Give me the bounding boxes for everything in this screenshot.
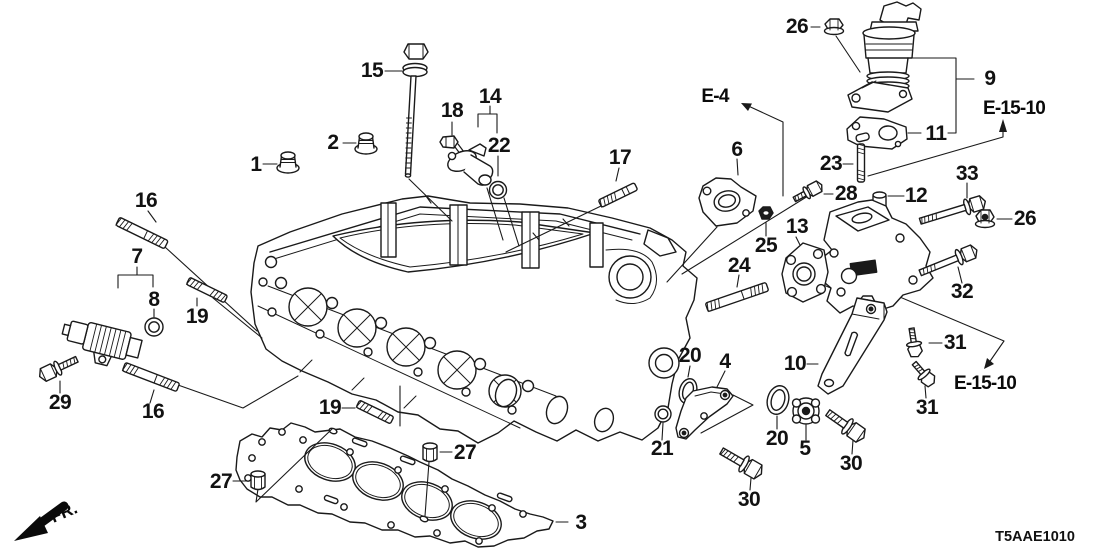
- solenoid-7-drawing: [61, 320, 143, 367]
- bolt-31b-drawing: [911, 360, 936, 388]
- stud-19a-drawing: [185, 277, 228, 303]
- bracket-6-drawing: [698, 177, 757, 227]
- bolt-28-drawing: [792, 180, 823, 203]
- nut-25-drawing: [758, 206, 774, 220]
- stud-19b-drawing: [355, 400, 394, 424]
- valve-stem-seal-1-drawing: [276, 151, 300, 174]
- o-ring-21-drawing: [654, 405, 672, 423]
- stud-16a-drawing: [115, 217, 169, 249]
- leader-lines: [59, 26, 1013, 523]
- nut-26b-drawing: [974, 209, 996, 229]
- bolt-33-drawing: [918, 195, 987, 225]
- egr-valve-9-drawing: [847, 1, 922, 113]
- stay-10-drawing: [817, 297, 888, 395]
- dowel-pin-27a-drawing: [250, 470, 266, 491]
- stud-24-drawing: [705, 282, 769, 313]
- bolt-31a-drawing: [905, 327, 923, 358]
- gasket-20b-drawing: [766, 385, 790, 415]
- o-ring-8-drawing: [144, 317, 164, 337]
- bolt-30a-drawing: [719, 447, 763, 480]
- nut-26a-drawing: [823, 18, 845, 36]
- gasket-13-drawing: [781, 242, 829, 303]
- cylinder-bores: [304, 442, 502, 540]
- plate-4-drawing: [675, 386, 734, 440]
- front-direction-arrow: [14, 501, 69, 541]
- bolt-32-drawing: [918, 244, 978, 277]
- egr-passage-12-drawing: [817, 191, 934, 314]
- head-bolt-15-drawing: [402, 43, 429, 178]
- head-gasket-drawing: [235, 422, 554, 548]
- cam-sensor-14-drawing: [447, 143, 494, 186]
- bolt-29-drawing: [38, 355, 79, 382]
- plate-5-drawing: [791, 397, 821, 425]
- cylinder-head-drawing: [250, 195, 698, 444]
- stud-17-drawing: [598, 182, 638, 208]
- dowel-pin-27b-drawing: [422, 442, 438, 463]
- arrowhead-e15-10-bottom: [984, 358, 994, 369]
- diagram-code: T5AAE1010: [995, 529, 1075, 545]
- stud-23-drawing: [856, 143, 866, 183]
- valve-stem-seal-2-drawing: [354, 132, 378, 155]
- o-ring-22-drawing: [488, 180, 508, 200]
- egr-gasket-11-drawing: [846, 116, 908, 150]
- stud-16b-drawing: [121, 362, 180, 392]
- bolt-30b-drawing: [825, 409, 866, 443]
- arrowhead-e4: [741, 103, 752, 111]
- arrowhead-e15-10-top: [999, 119, 1007, 132]
